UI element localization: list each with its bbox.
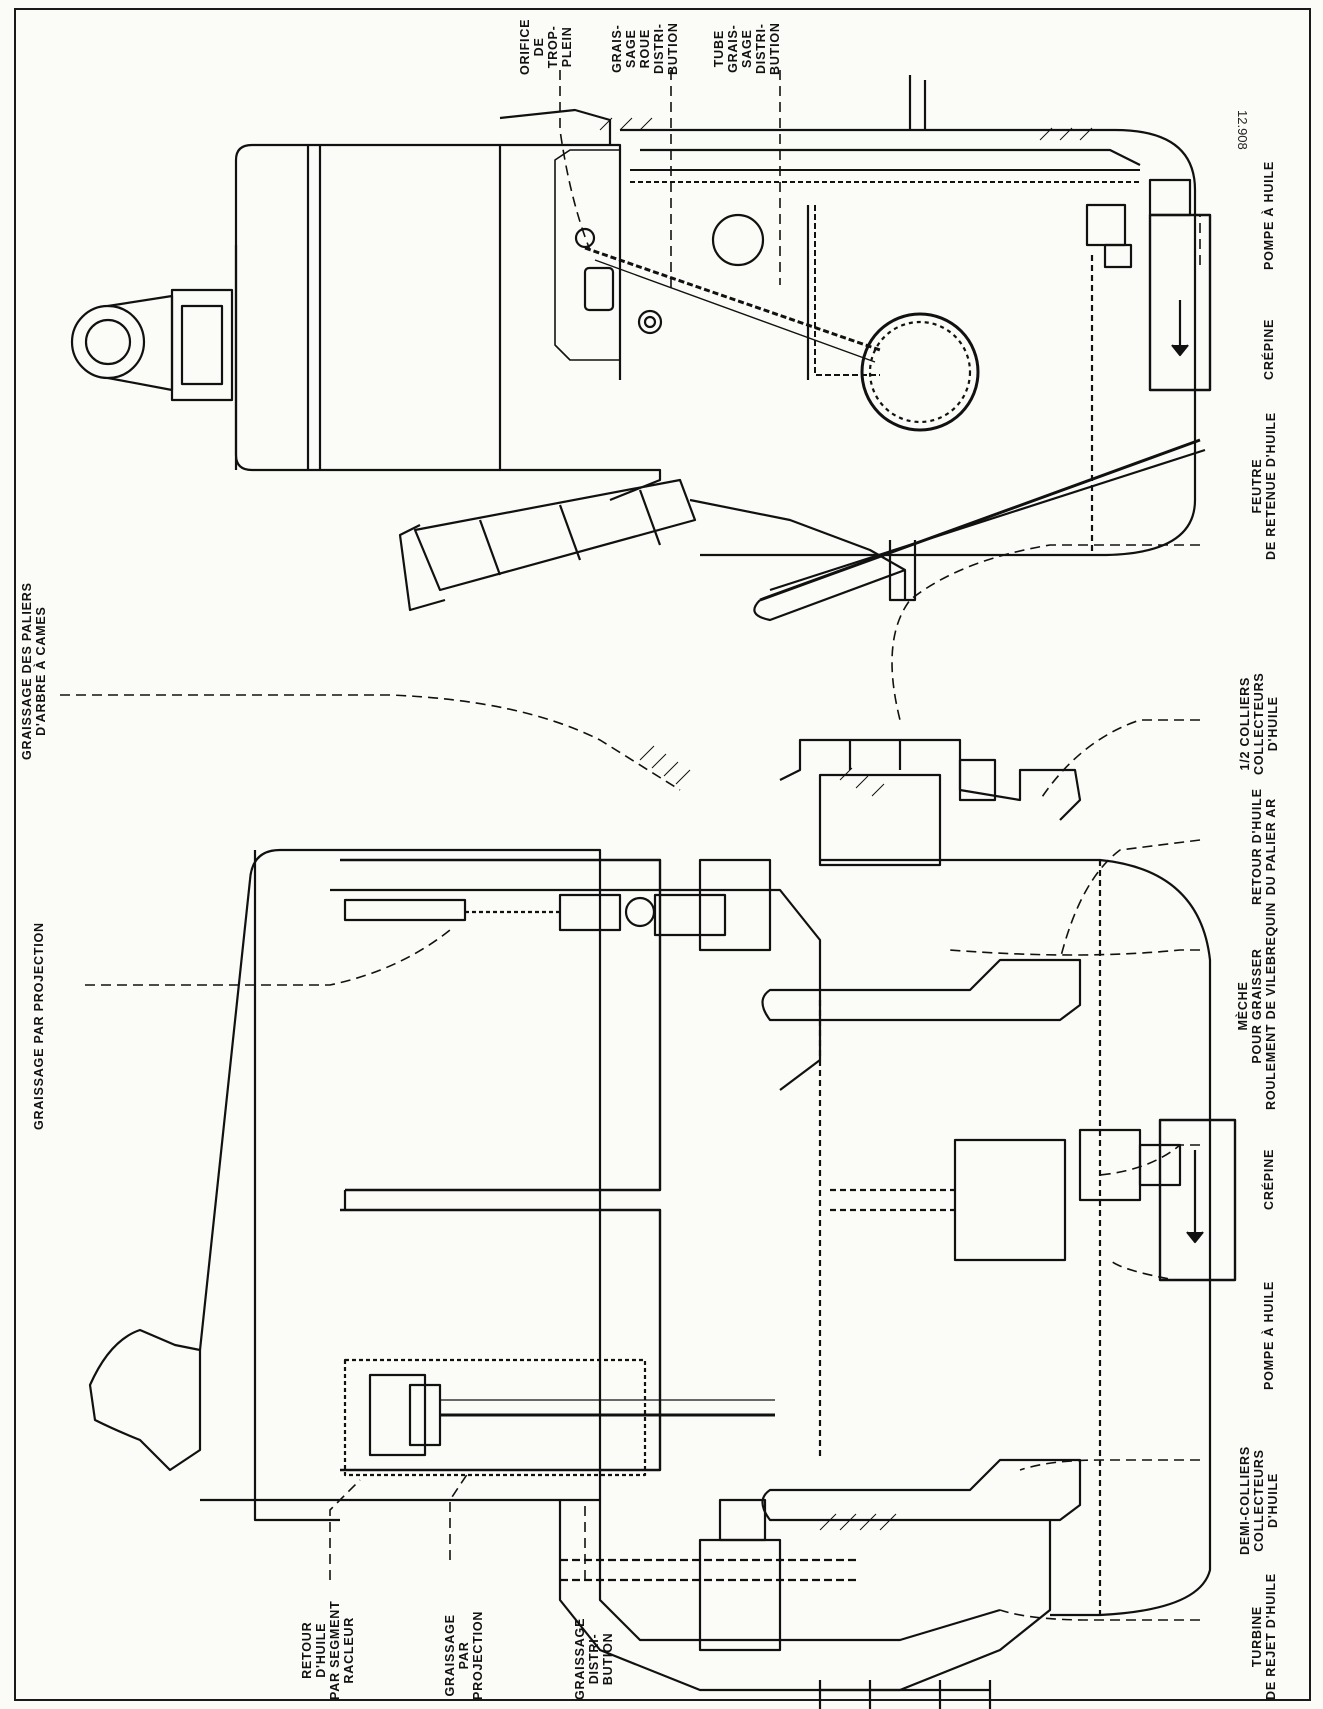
label-graissage-par-projection: GRAISSAGE PAR PROJECTION (443, 1610, 485, 1700)
label-graissage-paliers-arbre-a-cames: GRAISSAGE DES PALIERS D'ARBRE À CAMES (20, 582, 48, 760)
label-meche-roulement: MÈCHE POUR GRAISSER ROULEMENT DE VILEBRE… (1236, 901, 1278, 1110)
label-retour-palier-ar: RETOUR D'HUILE DU PALIER AR (1250, 788, 1278, 905)
label-crepine-bottom: CRÉPINE (1262, 1148, 1276, 1210)
label-retour-huile-segment-racleur: RETOUR D'HUILE PAR SEGMENT RACLEUR (300, 1600, 356, 1700)
label-graissage-roue-distribution: GRAIS- SAGE ROUE DISTRI- BUTION (610, 22, 680, 75)
label-graissage-distribution: GRAISSAGE DISTRI- BUTION (573, 1617, 615, 1700)
label-tube-graissage-distribution: TUBE GRAIS- SAGE DISTRI- BUTION (712, 22, 782, 75)
label-turbine-rejet-huile: TURBINE DE REJET D'HUILE (1250, 1573, 1278, 1700)
bottom-engine-view (88, 738, 1237, 1709)
border-frame (14, 8, 1311, 1701)
label-crepine-top: CRÉPINE (1262, 318, 1276, 380)
label-graissage-par-projection-top: GRAISSAGE PAR PROJECTION (32, 922, 46, 1130)
hatching (599, 117, 1093, 1531)
top-engine-view (70, 75, 1212, 622)
leader-lines (60, 70, 1201, 1621)
label-demi-colliers-1-2: 1/2 COLLIERS COLLECTEURS D'HUILE (1238, 672, 1280, 775)
figure-number: 12.908 (1235, 110, 1250, 150)
label-pompe-a-huile-bottom: POMPE À HUILE (1262, 1280, 1276, 1390)
label-pompe-a-huile-top: POMPE À HUILE (1262, 160, 1276, 270)
label-orifice-trop-plein: ORIFICE DE TROP- PLEIN (518, 18, 574, 75)
label-demi-colliers-collecteurs: DEMI-COLLIERS COLLECTEURS D'HUILE (1238, 1445, 1280, 1555)
label-feutre-retenue-huile: FEUTRE DE RETENUE D'HUILE (1250, 412, 1278, 560)
